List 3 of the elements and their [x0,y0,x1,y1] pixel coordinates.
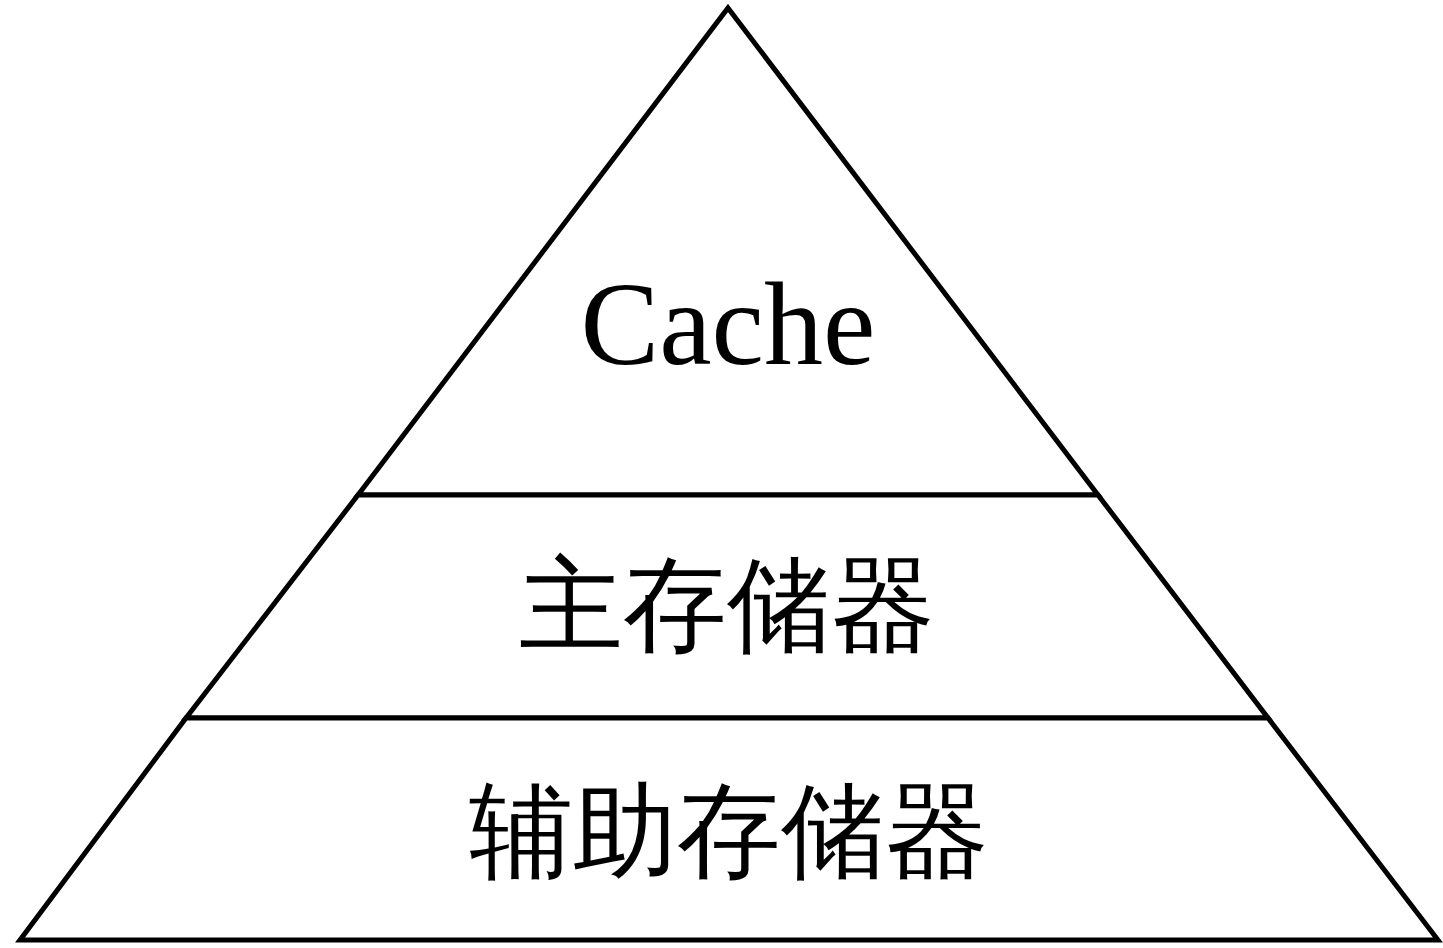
tier-label: Cache [580,266,876,384]
tier-label: 主存储器 [519,554,935,658]
tier-label: 辅助存储器 [469,780,989,884]
